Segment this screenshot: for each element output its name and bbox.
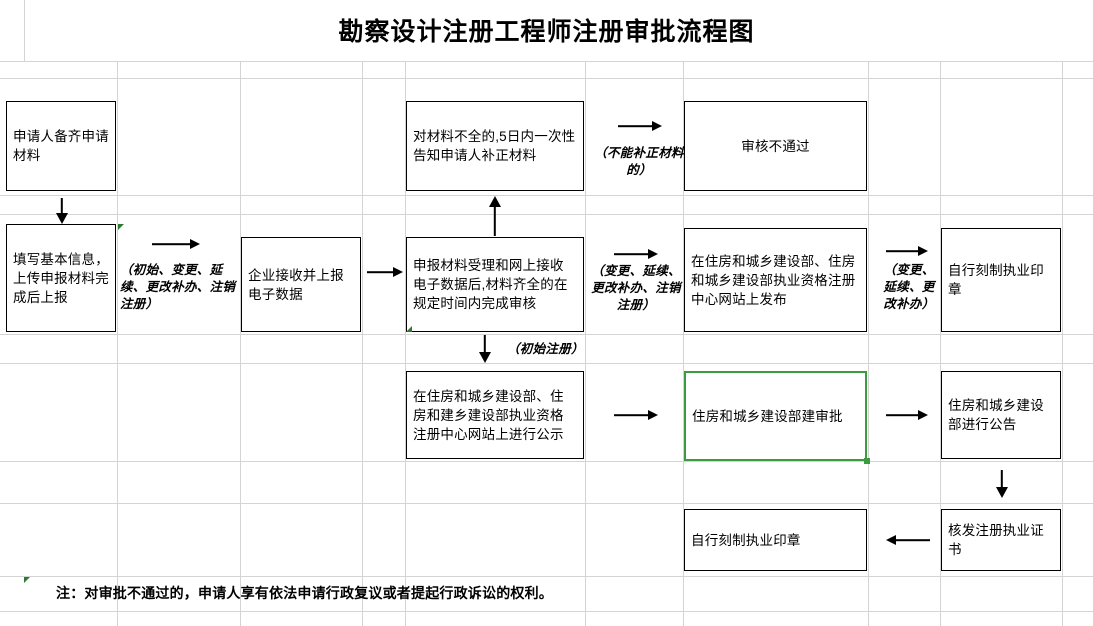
gridline-v <box>683 61 684 626</box>
gridline-h <box>0 611 1093 612</box>
box-incomplete-notice-label: 对材料不全的,5日内一次性告知申请人补正材料 <box>413 129 576 163</box>
arrow-right-publish-to-seal <box>886 245 928 257</box>
comment-marker-icon <box>118 224 124 230</box>
box-self-seal-bottom[interactable]: 自行刻制执业印章 <box>684 509 867 571</box>
box-fill-basic-info-label: 填写基本信息，上传申报材料完成后上报 <box>13 251 109 305</box>
box-review-failed-label: 审核不通过 <box>741 138 810 154</box>
arrow-right-enterprise-to-review <box>367 266 403 278</box>
gridline-h <box>0 363 1093 364</box>
arrow-right-publicity-to-approval <box>614 409 658 421</box>
box-prepare-materials[interactable]: 申请人备齐申请材料 <box>6 101 116 191</box>
annotation-initial-change-renew-all: （初始、变更、延续、更改补办、注销注册） <box>120 263 236 311</box>
comment-marker-icon <box>24 577 30 583</box>
arrow-right-incomplete-to-failed <box>618 120 662 132</box>
box-ministry-approval[interactable]: 住房和城乡建设部建审批 <box>684 371 867 461</box>
arrow-right-fill-to-enterprise <box>152 238 200 250</box>
box-enterprise-receive[interactable]: 企业接收并上报电子数据 <box>241 237 361 332</box>
gridline-v <box>1062 61 1063 626</box>
box-self-seal-right[interactable]: 自行刻制执业印章 <box>941 228 1061 332</box>
box-self-seal-right-label: 自行刻制执业印章 <box>948 263 1044 297</box>
annotation-cannot-correct: （不能补正材料的） <box>594 146 684 177</box>
gridline-v <box>940 61 941 626</box>
annotation-change-renew-cancel: （变更、延续、更改补办、注销注册） <box>591 264 681 312</box>
box-issue-certificate-label: 核发注册执业证书 <box>948 523 1044 557</box>
gridline-h <box>0 78 1093 79</box>
footer-note: 注：对审批不通过的，申请人享有依法申请行政复议或者提起行政诉讼的权利。 <box>56 587 553 602</box>
arrow-down-prepare-to-fill <box>55 198 69 224</box>
box-incomplete-notice[interactable]: 对材料不全的,5日内一次性告知申请人补正材料 <box>406 101 584 191</box>
gridline-h <box>0 503 1093 504</box>
annotation-change-renew-modify: （变更、延续、更改补办） <box>883 263 935 311</box>
page-title: 勘察设计注册工程师注册审批流程图 <box>338 19 755 46</box>
gridline-v <box>362 61 363 626</box>
gridline-v <box>405 61 406 626</box>
box-prepare-materials-label: 申请人备齐申请材料 <box>13 129 109 163</box>
gridline-h <box>0 214 1093 215</box>
gridline-v <box>117 61 118 626</box>
box-ministry-announce[interactable]: 住房和城乡建设部进行公告 <box>941 371 1061 459</box>
box-enterprise-receive-label: 企业接收并上报电子数据 <box>248 267 344 302</box>
arrow-up-review-to-incomplete <box>488 196 502 236</box>
box-publish-website[interactable]: 在住房和城乡建设部、住房和城乡建设部执业资格注册中心网站上发布 <box>684 228 867 332</box>
gridline-v <box>868 61 869 626</box>
gridline-v <box>24 0 25 61</box>
box-accept-and-review-label: 申报材料受理和网上接收电子数据后,材料齐全的在规定时间内完成审核 <box>413 258 568 311</box>
gridline-v <box>585 61 586 626</box>
gridline-h <box>0 334 1093 335</box>
annotation-initial-registration: （初始注册） <box>507 342 584 356</box>
gridline-v <box>240 61 241 626</box>
box-publish-website-label: 在住房和城乡建设部、住房和城乡建设部执业资格注册中心网站上发布 <box>691 253 856 307</box>
box-ministry-approval-label: 住房和城乡建设部建审批 <box>692 408 843 424</box>
box-ministry-announce-label: 住房和城乡建设部进行公告 <box>948 398 1044 432</box>
box-publicity-website-label: 在住房和城乡建设部、住房和建乡建设部执业资格注册中心网站上进行公示 <box>413 388 564 442</box>
box-accept-and-review[interactable]: 申报材料受理和网上接收电子数据后,材料齐全的在规定时间内完成审核 <box>406 237 584 332</box>
box-issue-certificate[interactable]: 核发注册执业证书 <box>941 509 1061 571</box>
gridline-h <box>0 576 1093 577</box>
box-self-seal-bottom-label: 自行刻制执业印章 <box>691 532 801 548</box>
gridline-h <box>0 461 1093 462</box>
gridline-h <box>0 195 1093 196</box>
comment-marker-icon <box>406 326 412 332</box>
arrow-down-announce-to-certificate <box>995 470 1009 498</box>
selection-handle[interactable] <box>864 458 870 464</box>
arrow-down-review-to-publicity <box>478 335 492 363</box>
gridline-h <box>0 61 1093 62</box>
box-publicity-website[interactable]: 在住房和城乡建设部、住房和建乡建设部执业资格注册中心网站上进行公示 <box>406 371 584 459</box>
box-fill-basic-info[interactable]: 填写基本信息，上传申报材料完成后上报 <box>6 224 116 332</box>
arrow-right-approval-to-announce <box>886 409 928 421</box>
arrow-right-review-to-publish <box>614 248 658 260</box>
arrow-left-certificate-to-seal <box>886 534 930 546</box>
box-review-failed[interactable]: 审核不通过 <box>684 101 867 191</box>
